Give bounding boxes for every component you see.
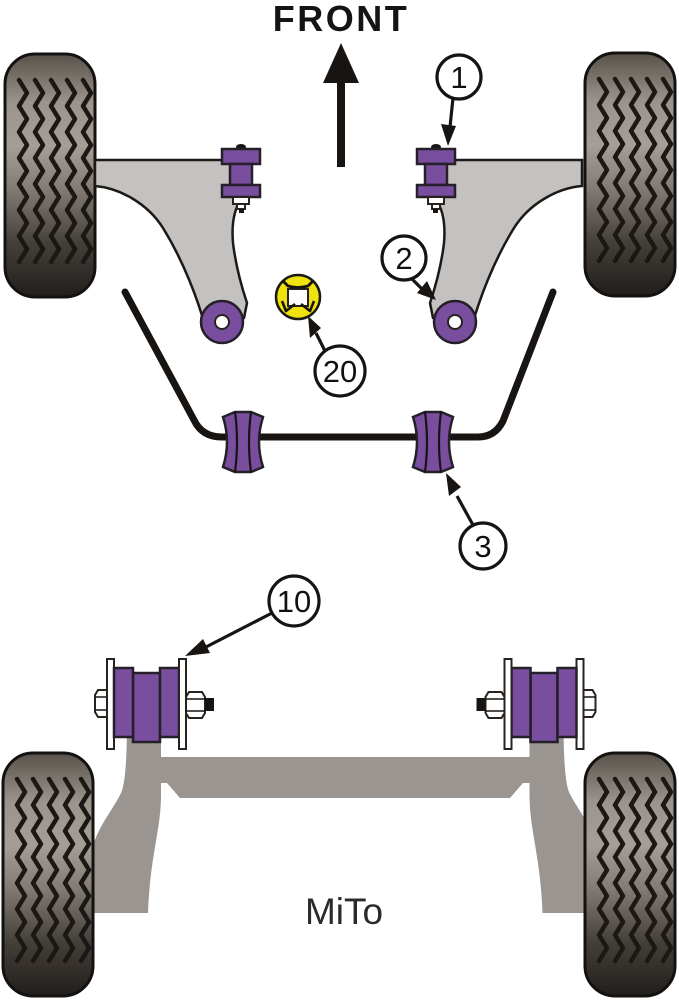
front-control-arm-left (93, 142, 262, 345)
front-control-arm-right (415, 142, 584, 345)
callout-10-number: 10 (277, 584, 311, 619)
callout-20-arrowhead-icon (308, 316, 321, 338)
tire-front-right (585, 53, 675, 296)
tire-front-left (5, 54, 95, 297)
callout-2[interactable]: 2 (380, 234, 436, 300)
rear-trailing-arm-left (90, 718, 161, 913)
callout-2-circle[interactable] (380, 234, 428, 282)
yellow-bush-part (274, 273, 322, 321)
callout-10[interactable]: 10 (185, 574, 321, 656)
callout-1-number: 1 (450, 60, 467, 95)
callout-2-leader (409, 276, 425, 292)
callout-10-leader (205, 611, 273, 649)
callout-10-arrowhead-icon (185, 639, 210, 656)
rear-beam-mount-bush-right (475, 657, 597, 751)
anti-roll-bar-bush-left (221, 410, 265, 474)
rear-crossbeam (140, 757, 550, 798)
callout-1-circle[interactable] (435, 53, 483, 101)
callout-10-circle[interactable] (267, 574, 321, 628)
anti-roll-bar-bush-right (411, 410, 455, 474)
rear-beam-mount-bush-left (93, 657, 216, 751)
tire-rear-left (3, 753, 93, 996)
callout-1-arrowhead-icon (441, 124, 456, 146)
callout-20-circle[interactable] (313, 344, 367, 398)
callout-2-arrowhead-icon (417, 281, 436, 300)
callout-1[interactable]: 1 (435, 53, 483, 146)
callout-3[interactable]: 3 (446, 473, 508, 571)
callout-2-number: 2 (395, 241, 412, 276)
callout-20-number: 20 (323, 354, 357, 389)
front-label: FRONT (273, 0, 409, 39)
callout-3-leader (455, 495, 475, 526)
callout-1-leader (448, 97, 455, 128)
anti-roll-bar (121, 288, 557, 441)
model-label: MiTo (305, 891, 383, 932)
callout-3-circle[interactable] (458, 521, 508, 571)
callout-20-leader (314, 332, 327, 352)
callout-3-arrowhead-icon (446, 473, 461, 496)
callout-3-number: 3 (474, 529, 491, 564)
front-direction-arrow-icon (323, 43, 359, 167)
tire-rear-right (585, 753, 675, 996)
callout-20[interactable]: 20 (308, 316, 367, 398)
